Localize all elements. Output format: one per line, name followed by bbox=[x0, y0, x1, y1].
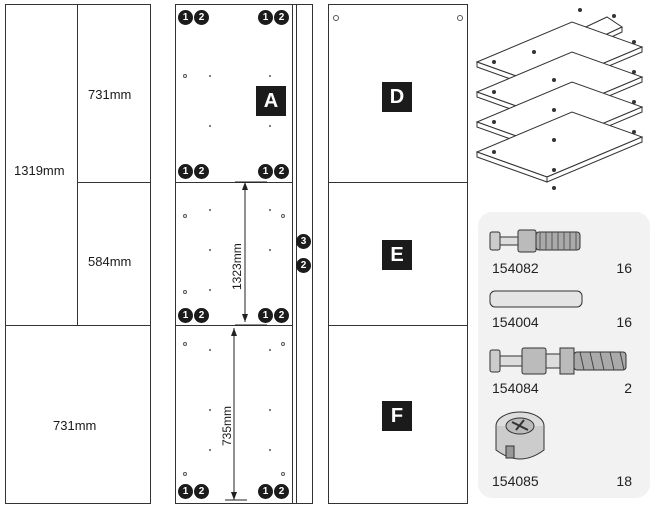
marker-2: 2 bbox=[274, 484, 289, 499]
marker-2: 2 bbox=[296, 258, 311, 273]
dim-panel-a-lower: 735mm bbox=[220, 405, 234, 446]
marker-2: 2 bbox=[274, 308, 289, 323]
long-cam-dowel-icon bbox=[489, 347, 627, 375]
marker-2: 2 bbox=[194, 164, 209, 179]
panel-a-shelf-line-1 bbox=[175, 182, 293, 183]
marker-1: 1 bbox=[178, 484, 193, 499]
marker-1: 1 bbox=[178, 10, 193, 25]
part-code-154085: 154085 bbox=[492, 473, 539, 489]
marker-1: 1 bbox=[258, 164, 273, 179]
part-qty-154082: 16 bbox=[616, 260, 632, 276]
part-code-154004: 154004 bbox=[492, 314, 539, 330]
dim-middle-section: 584mm bbox=[88, 254, 132, 269]
marker-2: 2 bbox=[274, 10, 289, 25]
panel-label-d: D bbox=[382, 82, 412, 112]
cam-lock-icon bbox=[495, 411, 545, 460]
marker-1: 1 bbox=[178, 164, 193, 179]
panel-label-f: F bbox=[382, 401, 412, 431]
part-code-154082: 154082 bbox=[492, 260, 539, 276]
marker-1: 1 bbox=[178, 308, 193, 323]
shelves-stack-illustration bbox=[475, 8, 644, 190]
dim-panel-a-upper: 1323mm bbox=[230, 243, 244, 290]
marker-2: 2 bbox=[194, 484, 209, 499]
part-qty-154004: 16 bbox=[616, 314, 632, 330]
wood-dowel-icon bbox=[489, 290, 583, 308]
marker-2: 2 bbox=[194, 10, 209, 25]
dim-top-section: 731mm bbox=[88, 87, 132, 102]
panel-a bbox=[175, 4, 313, 504]
right-divider-1 bbox=[328, 182, 468, 183]
marker-2: 2 bbox=[274, 164, 289, 179]
hinge-hole bbox=[333, 15, 339, 21]
marker-3: 3 bbox=[296, 234, 311, 249]
panel-label-a: A bbox=[256, 86, 286, 116]
left-side-panel bbox=[5, 4, 151, 504]
marker-1: 1 bbox=[258, 308, 273, 323]
part-qty-154084: 2 bbox=[624, 380, 632, 396]
dimension-arrows bbox=[183, 74, 285, 501]
left-divider-1 bbox=[77, 182, 150, 183]
panel-a-back-edge-inner bbox=[296, 4, 297, 504]
panel-a-back-edge bbox=[292, 4, 293, 504]
right-divider-2 bbox=[328, 325, 468, 326]
part-qty-154085: 18 bbox=[616, 473, 632, 489]
marker-1: 1 bbox=[258, 484, 273, 499]
part-code-154084: 154084 bbox=[492, 380, 539, 396]
cam-dowel-icon bbox=[489, 229, 581, 253]
marker-2: 2 bbox=[194, 308, 209, 323]
dim-bottom-section: 731mm bbox=[53, 418, 97, 433]
hinge-hole bbox=[457, 15, 463, 21]
panel-label-e: E bbox=[382, 240, 412, 270]
left-divider-2 bbox=[5, 325, 151, 326]
marker-1: 1 bbox=[258, 10, 273, 25]
dim-total-height: 1319mm bbox=[14, 163, 65, 178]
left-vertical-divider bbox=[77, 4, 78, 325]
panel-a-shelf-line-2 bbox=[175, 325, 293, 326]
